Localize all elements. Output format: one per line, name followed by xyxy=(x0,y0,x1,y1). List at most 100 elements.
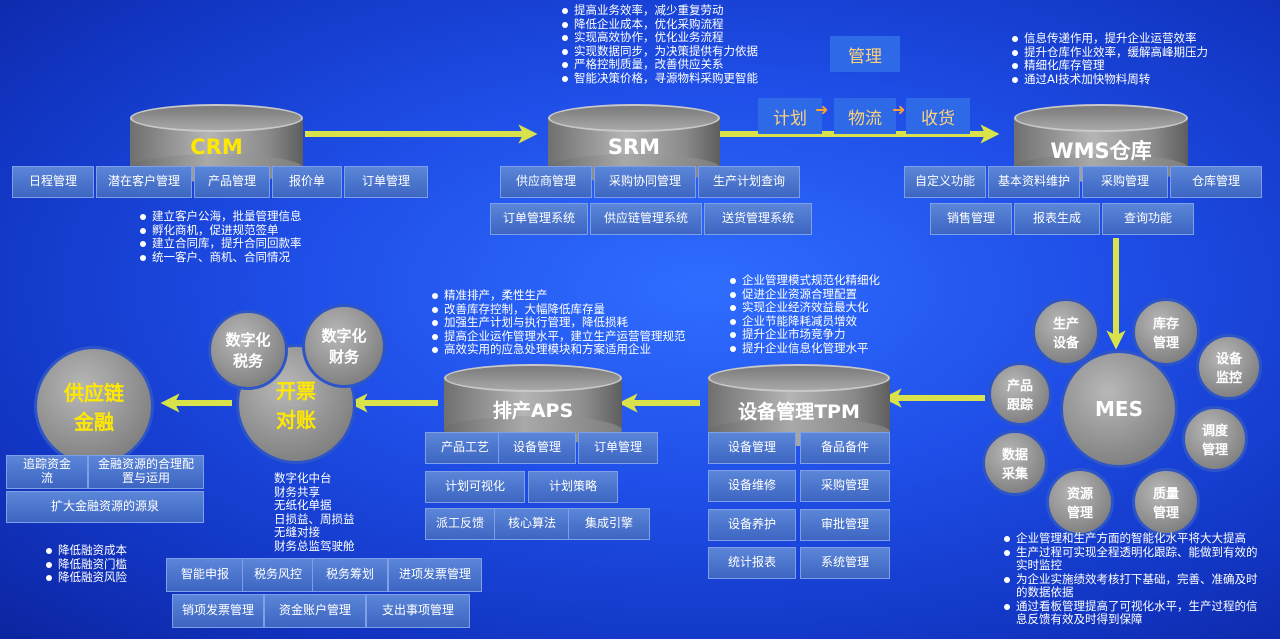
tpm-tag: 设备养护 xyxy=(708,509,796,541)
wms-tag: 报表生成 xyxy=(1014,203,1100,235)
crm-title: CRM xyxy=(190,135,243,160)
flow-arrow-icon: ➜ xyxy=(815,100,829,119)
mes-node-prod-equip: 生产 设备 xyxy=(1032,298,1100,366)
invoice-line: 财务共享 xyxy=(274,484,320,499)
tpm-bullet: 促进企业资源合理配置 xyxy=(728,287,880,302)
aps-bullet: 改善库存控制，大幅降低库存量 xyxy=(430,302,686,317)
wms-tag: 采购管理 xyxy=(1082,166,1168,198)
srm-bullet: 实现高效协作，优化业务流程 xyxy=(560,30,758,45)
srm-bullet: 实现数据同步，为决策提供有力依据 xyxy=(560,44,758,59)
tpm-tag: 设备维修 xyxy=(708,470,796,502)
tpm-tag: 设备管理 xyxy=(708,432,796,464)
crm-bullets: 建立客户公海，批量管理信息 孵化商机，促进规范签单 建立合同库，提升合同回款率 … xyxy=(138,209,302,265)
tpm-tag: 备品备件 xyxy=(800,432,890,464)
wms-title: WMS仓库 xyxy=(1050,139,1152,164)
srm-tag: 采购协同管理 xyxy=(594,166,696,198)
mes-bullet: 企业管理和生产方面的智能化水平将大大提高 xyxy=(1002,531,1262,546)
srm-tag: 订单管理系统 xyxy=(490,203,588,235)
aps-bullet: 加强生产计划与执行管理，降低损耗 xyxy=(430,315,686,330)
invoice-tag: 销项发票管理 xyxy=(172,594,264,628)
flow-step-plan: 计划 xyxy=(758,98,822,134)
scf-bullet: 降低融资风险 xyxy=(44,570,127,585)
tpm-tag: 采购管理 xyxy=(800,470,890,502)
invoice-tag: 税务风控 xyxy=(242,558,314,592)
mes-node-equip-monitor: 设备 监控 xyxy=(1196,334,1262,400)
wms-bullets: 信息传递作用，提升企业运营效率 提升仓库作业效率，缓解高峰期压力 精细化库存管理… xyxy=(1010,31,1208,87)
mes-node-tracking: 产品 跟踪 xyxy=(988,362,1052,426)
wms-tag: 查询功能 xyxy=(1102,203,1194,235)
invoice-line: 日损益、周损益 xyxy=(274,511,355,526)
tpm-tag: 统计报表 xyxy=(708,547,796,579)
aps-tag: 计划策略 xyxy=(528,471,618,503)
crm-bullet: 孵化商机，促进规范签单 xyxy=(138,223,302,238)
scf-tag-wide: 扩大金融资源的源泉 xyxy=(6,491,204,523)
crm-tag: 订单管理 xyxy=(344,166,428,198)
invoice-tax: 数字化 税务 xyxy=(208,310,288,390)
scf-bullet: 降低融资成本 xyxy=(44,543,127,558)
mes-bullet: 为企业实施绩效考核打下基础，完善、准确及时的数据依据 xyxy=(1002,572,1262,600)
invoice-tag: 税务筹划 xyxy=(312,558,388,592)
aps-tag: 产品工艺 xyxy=(425,432,505,464)
invoice-finance: 数字化 财务 xyxy=(302,304,386,388)
scf-tag: 金融资源的合理配 置与运用 xyxy=(88,455,204,489)
invoice-tag: 智能申报 xyxy=(166,558,244,592)
srm-bullets: 提高业务效率，减少重复劳动 降低企业成本，优化采购流程 实现高效协作，优化业务流… xyxy=(560,3,758,85)
wms-bullet: 提升仓库作业效率，缓解高峰期压力 xyxy=(1010,45,1208,60)
crm-tag: 潜在客户管理 xyxy=(96,166,192,198)
tpm-bullets: 企业管理模式规范化精细化 促进企业资源合理配置 实现企业经济效益最大化 企业节能… xyxy=(728,273,880,356)
tpm-tag: 审批管理 xyxy=(800,509,890,541)
srm-title: SRM xyxy=(607,135,661,160)
flow-step-logistics: 物流 xyxy=(834,98,896,134)
srm-tag: 送货管理系统 xyxy=(704,203,812,235)
aps-title: 排产APS xyxy=(492,400,574,422)
mes-node-schedule: 调度 管理 xyxy=(1182,406,1248,472)
scf-bullets: 降低融资成本 降低融资门槛 降低融资风险 xyxy=(44,543,127,585)
tpm-title: 设备管理TPM xyxy=(738,400,860,423)
invoice-line: 无纸化单据 xyxy=(274,498,332,512)
crm-bullet: 建立合同库，提升合同回款率 xyxy=(138,236,302,251)
aps-tag: 设备管理 xyxy=(498,432,576,464)
mes-bullet: 通过看板管理提高了可视化水平，生产过程的信息反馈有效及时得到保障 xyxy=(1002,599,1262,627)
invoice-tag: 资金账户管理 xyxy=(264,594,366,628)
crm-bullet: 统一客户、商机、合同情况 xyxy=(138,250,302,265)
wms-bullet: 通过AI技术加快物料周转 xyxy=(1010,72,1208,87)
tpm-bullet: 提升企业信息化管理水平 xyxy=(728,341,880,356)
tpm-bullet: 企业节能降耗减员增效 xyxy=(728,314,880,329)
mes-center: MES xyxy=(1060,350,1178,468)
tpm-bullet: 企业管理模式规范化精细化 xyxy=(728,273,880,288)
wms-tag: 销售管理 xyxy=(930,203,1012,235)
aps-bullets: 精准排产，柔性生产 改善库存控制，大幅降低库存量 加强生产计划与执行管理，降低损… xyxy=(430,288,686,357)
wms-tag: 自定义功能 xyxy=(904,166,986,198)
mes-node-data-collect: 数据 采集 xyxy=(982,430,1048,496)
wms-tag: 基本资料维护 xyxy=(988,166,1080,198)
srm-bullet: 提高业务效率，减少重复劳动 xyxy=(560,3,758,18)
crm-tag: 日程管理 xyxy=(12,166,94,198)
crm-bullet: 建立客户公海，批量管理信息 xyxy=(138,209,302,224)
scf-tag: 追踪资金 流 xyxy=(6,455,88,489)
flow-arrow-icon: ➜ xyxy=(892,100,906,119)
crm-tag: 产品管理 xyxy=(194,166,270,198)
aps-bullet: 提高企业运作管理水平，建立生产运营管理规范 xyxy=(430,329,686,344)
invoice-line: 数字化中台 xyxy=(274,471,332,485)
wms-bullet: 精细化库存管理 xyxy=(1010,58,1208,73)
mes-node-inventory: 库存 管理 xyxy=(1132,298,1200,366)
aps-tag: 订单管理 xyxy=(578,432,658,464)
aps-tag: 集成引擎 xyxy=(568,508,650,540)
scf-center: 供应链 金融 xyxy=(34,346,154,466)
mes-node-resource: 资源 管理 xyxy=(1046,468,1114,536)
srm-bullet: 降低企业成本，优化采购流程 xyxy=(560,17,758,32)
wms-tag: 仓库管理 xyxy=(1170,166,1262,198)
aps-bullet: 精准排产，柔性生产 xyxy=(430,288,686,303)
srm-bullet: 严格控制质量，改善供应关系 xyxy=(560,57,758,72)
mes-node-quality: 质量 管理 xyxy=(1132,468,1200,536)
invoice-tag: 进项发票管理 xyxy=(388,558,482,592)
aps-tag: 派工反馈 xyxy=(425,508,495,540)
invoice-line: 无缝对接 xyxy=(274,525,320,539)
aps-tag: 计划可视化 xyxy=(425,471,525,503)
mes-title: MES xyxy=(1095,397,1143,421)
tpm-bullet: 实现企业经济效益最大化 xyxy=(728,300,880,315)
scf-bullet: 降低融资门槛 xyxy=(44,557,127,572)
crm-tag: 报价单 xyxy=(272,166,342,198)
mes-bullets: 企业管理和生产方面的智能化水平将大大提高 生产过程可实现全程透明化跟踪、能做到有… xyxy=(1002,531,1262,627)
